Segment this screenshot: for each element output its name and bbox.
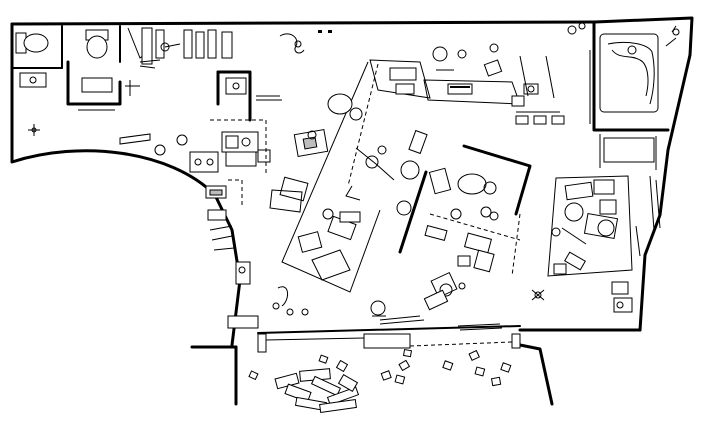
toilet-icon [86,35,108,59]
left-storage [205,179,309,329]
entrance [257,300,521,353]
central-work-zone [269,59,431,293]
sink-icon [19,72,47,88]
bathroom-block [11,25,151,136]
outdoor-debris [248,348,512,414]
right-work-zone [547,175,661,313]
bedroom-top-right [567,20,680,170]
shelving-top-left [139,27,233,69]
central-partition [398,144,545,311]
toilet-icon [23,33,49,53]
bed-icon [599,33,659,113]
kitchen-core [119,70,282,176]
stove-icon [189,151,219,173]
drafting-area [279,30,565,125]
